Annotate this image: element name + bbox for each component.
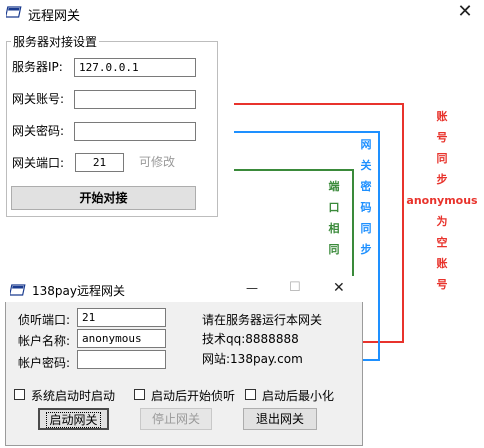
gateway-account-input[interactable] xyxy=(74,90,196,109)
info-run-on-server: 请在服务器运行本网关 xyxy=(202,313,323,327)
minimize-after-start-label: 启动后最小化 xyxy=(262,389,335,403)
red-word: anonymous xyxy=(406,194,478,207)
sub-maximize-button[interactable]: ☐ xyxy=(289,280,301,295)
listen-after-start-checkbox[interactable] xyxy=(134,389,145,400)
server-settings-group xyxy=(6,41,218,217)
green-line-vertical xyxy=(352,169,354,325)
autostart-checkbox[interactable] xyxy=(14,389,25,400)
port-hint-text: 可修改 xyxy=(139,155,176,169)
sub-close-button[interactable]: ✕ xyxy=(333,280,345,296)
sub-minimize-button[interactable]: — xyxy=(246,281,258,295)
red-char: 号 xyxy=(436,131,448,144)
app-icon xyxy=(4,6,22,18)
red-char: 步 xyxy=(436,173,448,186)
sub-window-title: 138pay远程网关 xyxy=(32,284,125,298)
autostart-label: 系统启动时启动 xyxy=(31,389,116,403)
gateway-port-label: 网关端口: xyxy=(12,156,65,170)
red-char: 为 xyxy=(436,215,448,228)
start-connect-button[interactable]: 开始对接 xyxy=(11,186,196,210)
sub-app-icon xyxy=(8,284,26,296)
sub-title-bar xyxy=(5,276,363,302)
red-line-vertical xyxy=(402,103,404,343)
main-window-title: 远程网关 xyxy=(28,9,81,24)
listen-after-start-label: 启动后开始侦听 xyxy=(151,389,236,403)
blue-line-top xyxy=(234,131,380,133)
start-gateway-button[interactable]: 启动网关 xyxy=(38,408,109,430)
minimize-after-start-checkbox[interactable] xyxy=(245,389,256,400)
green-char: 相 xyxy=(328,222,340,235)
gateway-port-input[interactable]: 21 xyxy=(75,153,124,172)
red-char: 账 xyxy=(436,257,448,270)
green-char: 同 xyxy=(328,243,340,256)
red-char: 账 xyxy=(436,110,448,123)
red-char: 号 xyxy=(436,278,448,291)
red-char: 空 xyxy=(436,236,448,249)
blue-char: 同 xyxy=(360,222,372,235)
blue-char: 网 xyxy=(360,138,372,151)
green-line-top xyxy=(234,169,354,171)
stop-gateway-button[interactable]: 停止网关 xyxy=(140,408,212,430)
main-close-button[interactable]: ✕ xyxy=(457,1,473,22)
account-name-input[interactable]: anonymous xyxy=(77,329,166,348)
gateway-password-label: 网关密码: xyxy=(12,124,65,138)
blue-char: 关 xyxy=(360,159,372,172)
gateway-account-label: 网关账号: xyxy=(12,92,65,106)
red-char: 同 xyxy=(436,152,448,165)
red-annotation: 账 号 同 步 anonymous 为 空 账 号 xyxy=(404,106,480,295)
server-ip-input[interactable]: 127.0.0.1 xyxy=(74,58,196,77)
account-password-label: 帐户密码: xyxy=(18,356,71,370)
account-password-input[interactable] xyxy=(77,350,166,369)
info-tech-qq: 技术qq:8888888 xyxy=(202,332,299,346)
info-website: 网站:138pay.com xyxy=(202,352,303,366)
gateway-password-input[interactable] xyxy=(74,122,196,141)
listen-port-input[interactable]: 21 xyxy=(77,308,166,327)
green-annotation: 端 口 相 同 xyxy=(324,176,344,260)
exit-gateway-button[interactable]: 退出网关 xyxy=(243,408,317,430)
server-ip-label: 服务器IP: xyxy=(12,60,63,74)
start-gateway-label: 启动网关 xyxy=(46,412,101,428)
blue-char: 码 xyxy=(360,201,372,214)
green-char: 口 xyxy=(328,201,340,214)
group-title: 服务器对接设置 xyxy=(11,33,100,50)
listen-port-label: 侦听端口: xyxy=(18,313,71,327)
blue-line-vertical xyxy=(378,131,380,361)
blue-annotation: 网 关 密 码 同 步 xyxy=(356,134,376,260)
green-char: 端 xyxy=(328,180,340,193)
red-line-top xyxy=(234,103,404,105)
account-name-label: 帐户名称: xyxy=(18,334,71,348)
blue-char: 密 xyxy=(360,180,372,193)
blue-char: 步 xyxy=(360,243,372,256)
